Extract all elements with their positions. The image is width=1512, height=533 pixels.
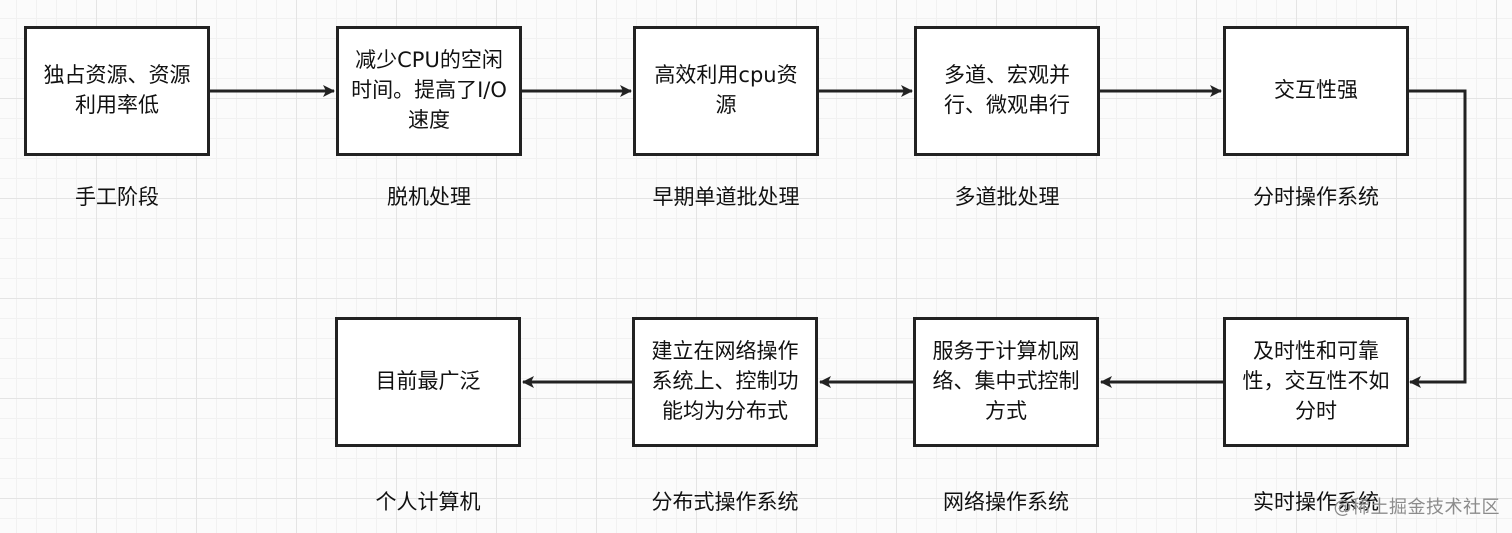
box-text-realtime: 及时性和可靠性，交互性不如分时 [1242,339,1390,423]
box-text-manual: 独占资源、资源利用率低 [43,63,191,117]
stage-box-multi-batch: 多道、宏观并行、微观串行 [914,26,1100,156]
stage-label-manual: 手工阶段 [75,185,159,209]
stage-box-distributed: 建立在网络操作系统上、控制功能均为分布式 [632,317,818,447]
box-text-time-sharing: 交互性强 [1274,78,1358,103]
stage-box-time-sharing: 交互性强 [1223,26,1409,156]
stage-label-offline: 脱机处理 [387,185,471,209]
stage-box-offline: 减少CPU的空闲时间。提高了I/O速度 [336,26,522,156]
stage-box-realtime: 及时性和可靠性，交互性不如分时 [1223,317,1409,447]
box-text-network: 服务于计算机网络、集中式控制方式 [932,339,1080,423]
arrow-time-sharing-to-realtime [1409,89,1467,388]
box-text-single-batch: 高效利用cpu资源 [654,63,798,117]
stage-box-single-batch: 高效利用cpu资源 [633,26,819,156]
box-text-multi-batch: 多道、宏观并行、微观串行 [944,63,1070,117]
stage-label-realtime: 实时操作系统 [1253,490,1379,514]
stage-box-manual: 独占资源、资源利用率低 [24,26,210,156]
stage-label-distributed: 分布式操作系统 [651,490,799,514]
stage-label-single-batch: 早期单道批处理 [652,185,800,209]
watermark: @稀土掘金技术社区 [1333,497,1500,518]
box-text-offline: 减少CPU的空闲时间。提高了I/O速度 [351,48,507,132]
box-text-distributed: 建立在网络操作系统上、控制功能均为分布式 [651,339,799,423]
stage-box-network: 服务于计算机网络、集中式控制方式 [913,317,1099,447]
stage-label-network: 网络操作系统 [943,490,1069,514]
box-text-personal: 目前最广泛 [375,369,481,394]
stage-label-time-sharing: 分时操作系统 [1253,185,1379,209]
stage-label-personal: 个人计算机 [375,490,481,514]
stage-label-multi-batch: 多道批处理 [954,185,1060,209]
stage-box-personal: 目前最广泛 [335,317,521,447]
